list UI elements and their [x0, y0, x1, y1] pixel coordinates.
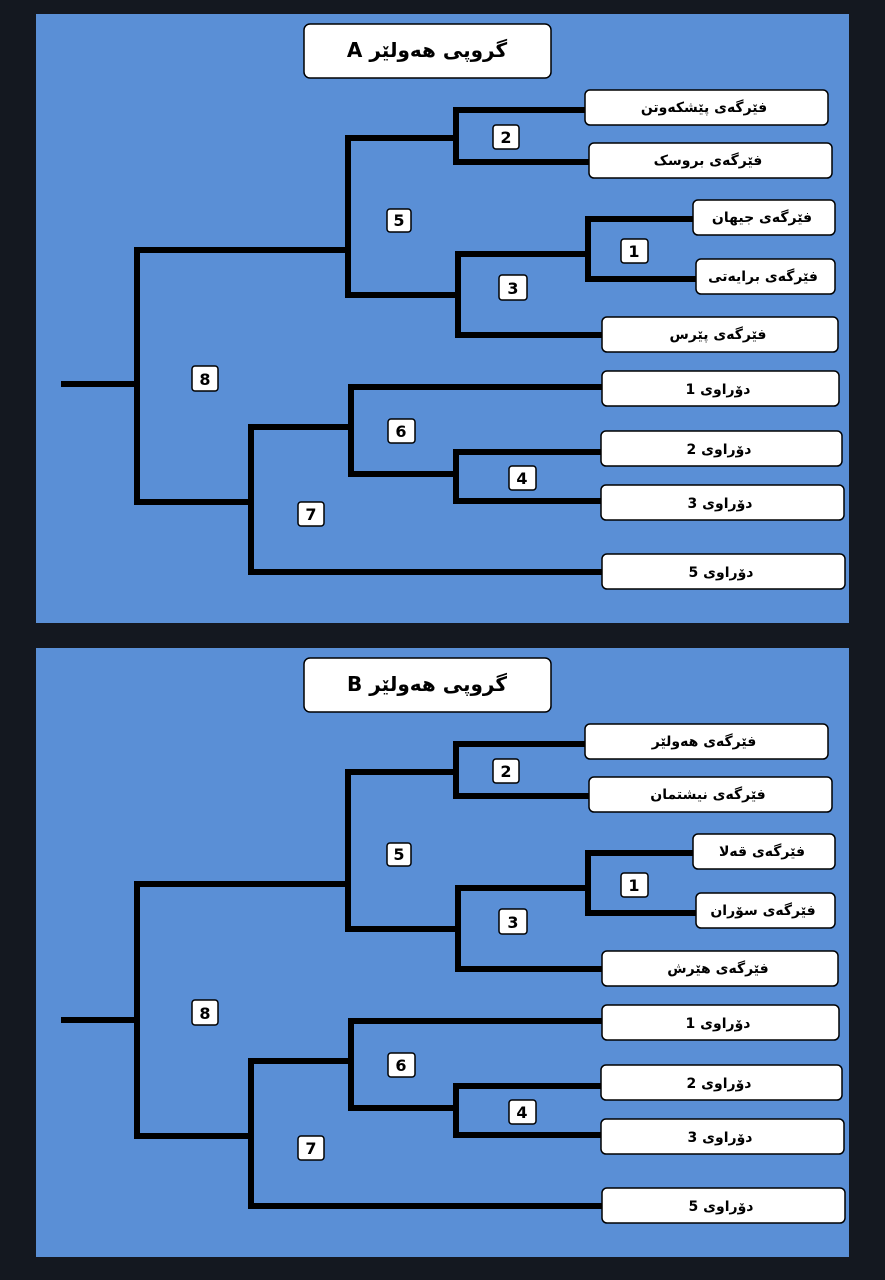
connector-match-6-top — [348, 384, 605, 477]
svg-text:دۆراوی 1: دۆراوی 1 — [686, 1016, 751, 1032]
team-slot: فێرگەی پێرس — [601, 316, 839, 353]
match-number: 3 — [498, 274, 528, 301]
team-slot: دۆراوی 3 — [600, 484, 845, 521]
connector-match-4 — [453, 1083, 604, 1138]
svg-text:دۆراوی 5: دۆراوی 5 — [689, 1199, 754, 1215]
bracket-panel-b: گروپی هەولێر B فێرگەی هەولێر فێرگەی نیشت… — [36, 648, 849, 1257]
svg-text:5: 5 — [393, 845, 404, 864]
match-number: 6 — [387, 418, 416, 444]
svg-text:فێرگەی جیهان: فێرگەی جیهان — [712, 209, 812, 226]
connector-match-8 — [134, 881, 351, 1139]
team-slot: دۆراوی 5 — [601, 553, 846, 590]
svg-text:2: 2 — [500, 128, 511, 147]
group-title: گروپی هەولێر B — [347, 672, 507, 697]
svg-text:5: 5 — [393, 211, 404, 230]
match-number: 4 — [508, 465, 537, 491]
svg-text:دۆراوی 3: دۆراوی 3 — [688, 496, 753, 512]
svg-text:دۆراوی 1: دۆراوی 1 — [686, 382, 751, 398]
svg-text:دۆراوی 2: دۆراوی 2 — [687, 442, 752, 458]
team-slot: دۆراوی 5 — [601, 1187, 846, 1224]
match-number: 1 — [620, 238, 649, 264]
team-slot: دۆراوی 3 — [600, 1118, 845, 1155]
team-slot: دۆراوی 1 — [601, 1004, 840, 1041]
connector-match-5 — [345, 769, 461, 932]
svg-text:دۆراوی 3: دۆراوی 3 — [688, 1130, 753, 1146]
svg-text:فێرگەی قەلا: فێرگەی قەلا — [719, 843, 805, 860]
svg-text:دۆراوی 2: دۆراوی 2 — [687, 1076, 752, 1092]
svg-text:فێرگەی سۆران: فێرگەی سۆران — [710, 902, 815, 919]
match-number: 5 — [386, 842, 412, 867]
bracket-panel-a: گروپی هەولێر A فێرگەی پێشکەوتن فێرگەی بر… — [36, 14, 849, 623]
match-number: 2 — [492, 124, 520, 150]
svg-text:1: 1 — [628, 876, 639, 895]
match-number: 8 — [191, 365, 219, 392]
match-number: 4 — [508, 1099, 537, 1125]
svg-text:4: 4 — [516, 469, 527, 488]
team-slot: فێرگەی هەولێر — [584, 723, 829, 760]
svg-text:فێرگەی برایەتی: فێرگەی برایەتی — [708, 268, 818, 285]
svg-text:6: 6 — [395, 1056, 406, 1075]
connector-match-1 — [585, 850, 699, 916]
connector-match-5 — [345, 135, 461, 298]
match-number: 8 — [191, 999, 219, 1026]
match-number: 2 — [492, 758, 520, 784]
svg-text:7: 7 — [305, 505, 316, 524]
bracket-lines — [61, 107, 699, 575]
svg-text:3: 3 — [507, 279, 518, 298]
bracket-diagram-b: گروپی هەولێر B فێرگەی هەولێر فێرگەی نیشت… — [61, 657, 846, 1224]
match-number: 1 — [620, 872, 649, 898]
svg-text:6: 6 — [395, 422, 406, 441]
svg-text:7: 7 — [305, 1139, 316, 1158]
match-number: 3 — [498, 908, 528, 935]
team-slot: دۆراوی 2 — [600, 430, 843, 467]
connector-match-3 — [455, 885, 605, 972]
group-title-box — [303, 657, 552, 713]
group-title: گروپی هەولێر A — [347, 38, 508, 63]
team-slot: فێرگەی سۆران — [695, 892, 836, 929]
connector-match-8 — [134, 247, 351, 505]
team-slot: فێرگەی پێشکەوتن — [584, 89, 829, 126]
connector-match-3 — [455, 251, 605, 338]
svg-text:2: 2 — [500, 762, 511, 781]
match-number: 6 — [387, 1052, 416, 1078]
connector-match-4 — [453, 449, 604, 504]
connector-match-1 — [585, 216, 699, 282]
team-slot: فێرگەی نیشتمان — [588, 776, 833, 813]
group-title-box — [303, 23, 552, 79]
svg-text:فێرگەی هەولێر: فێرگەی هەولێر — [651, 733, 757, 750]
team-slot: فێرگەی بروسک — [588, 142, 833, 179]
svg-text:فێرگەی بروسک: فێرگەی بروسک — [654, 152, 763, 169]
svg-text:فێرگەی هێرش: فێرگەی هێرش — [667, 960, 768, 977]
team-slot: دۆراوی 2 — [600, 1064, 843, 1101]
connector-match-2 — [453, 107, 592, 165]
match-number: 5 — [386, 208, 412, 233]
svg-text:3: 3 — [507, 913, 518, 932]
team-slot: دۆراوی 1 — [601, 370, 840, 407]
svg-text:4: 4 — [516, 1103, 527, 1122]
svg-text:8: 8 — [199, 370, 210, 389]
team-slot: فێرگەی جیهان — [692, 199, 836, 236]
svg-text:فێرگەی پێشکەوتن: فێرگەی پێشکەوتن — [641, 99, 767, 116]
bracket-lines — [61, 741, 699, 1209]
svg-text:1: 1 — [628, 242, 639, 261]
team-slot: فێرگەی قەلا — [692, 833, 836, 870]
connector-match-6-top — [348, 1018, 605, 1111]
svg-text:فێرگەی پێرس: فێرگەی پێرس — [670, 326, 767, 343]
team-slot: فێرگەی برایەتی — [695, 258, 836, 295]
connector-match-2 — [453, 741, 592, 799]
svg-text:فێرگەی نیشتمان: فێرگەی نیشتمان — [650, 786, 765, 803]
team-slot: فێرگەی هێرش — [601, 950, 839, 987]
svg-text:8: 8 — [199, 1004, 210, 1023]
match-number: 7 — [297, 1135, 325, 1161]
svg-text:دۆراوی 5: دۆراوی 5 — [689, 565, 754, 581]
match-number: 7 — [297, 501, 325, 527]
bracket-diagram-a: گروپی هەولێر A فێرگەی پێشکەوتن فێرگەی بر… — [61, 23, 846, 590]
